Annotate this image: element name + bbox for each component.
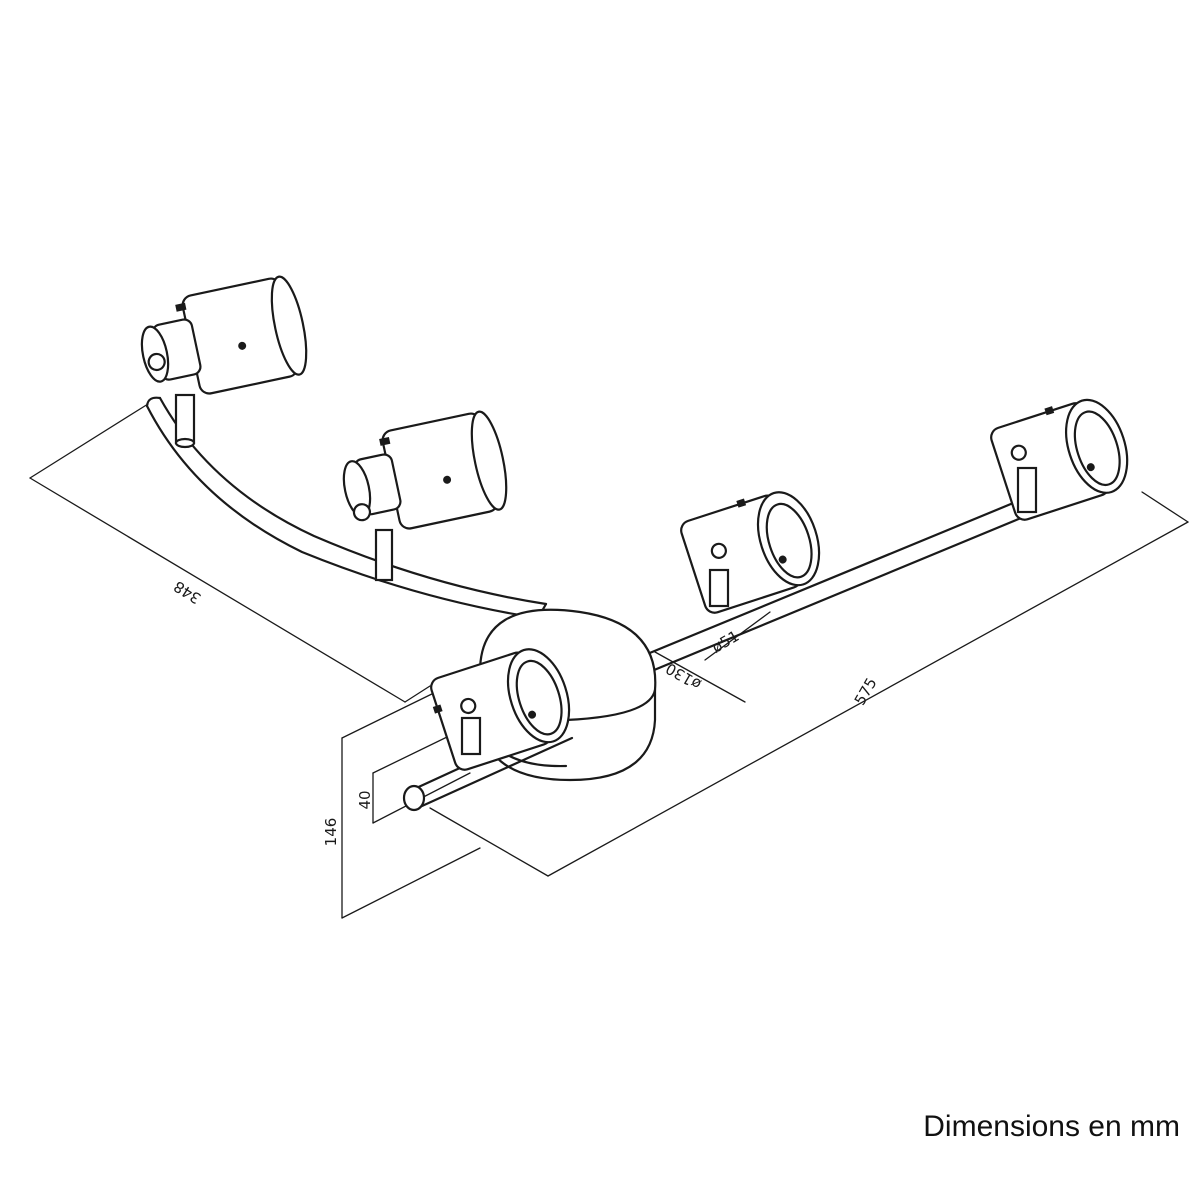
- dimensions-caption: Dimensions en mm: [923, 1110, 1180, 1143]
- spotlight-head-4: [990, 398, 1129, 521]
- dimension-base-height-label: 40: [356, 790, 374, 809]
- spotlight-head-2: [342, 410, 508, 530]
- spotlight-stem-2: [374, 528, 394, 582]
- spotlight-stem-1: [174, 393, 196, 449]
- dimension-height-label: 146: [322, 818, 340, 847]
- spotlight-stem-5: [460, 716, 482, 756]
- spotlight-head-1: [140, 275, 308, 395]
- dimension-width-label: 575: [851, 675, 881, 709]
- spotlight-head-3: [680, 491, 821, 614]
- dimension-head-diameter-label: ø51: [709, 627, 742, 657]
- dimension-depth-label: 348: [170, 577, 204, 607]
- spotlight-stem-4: [1016, 466, 1038, 514]
- spotlight-stem-3: [708, 568, 730, 608]
